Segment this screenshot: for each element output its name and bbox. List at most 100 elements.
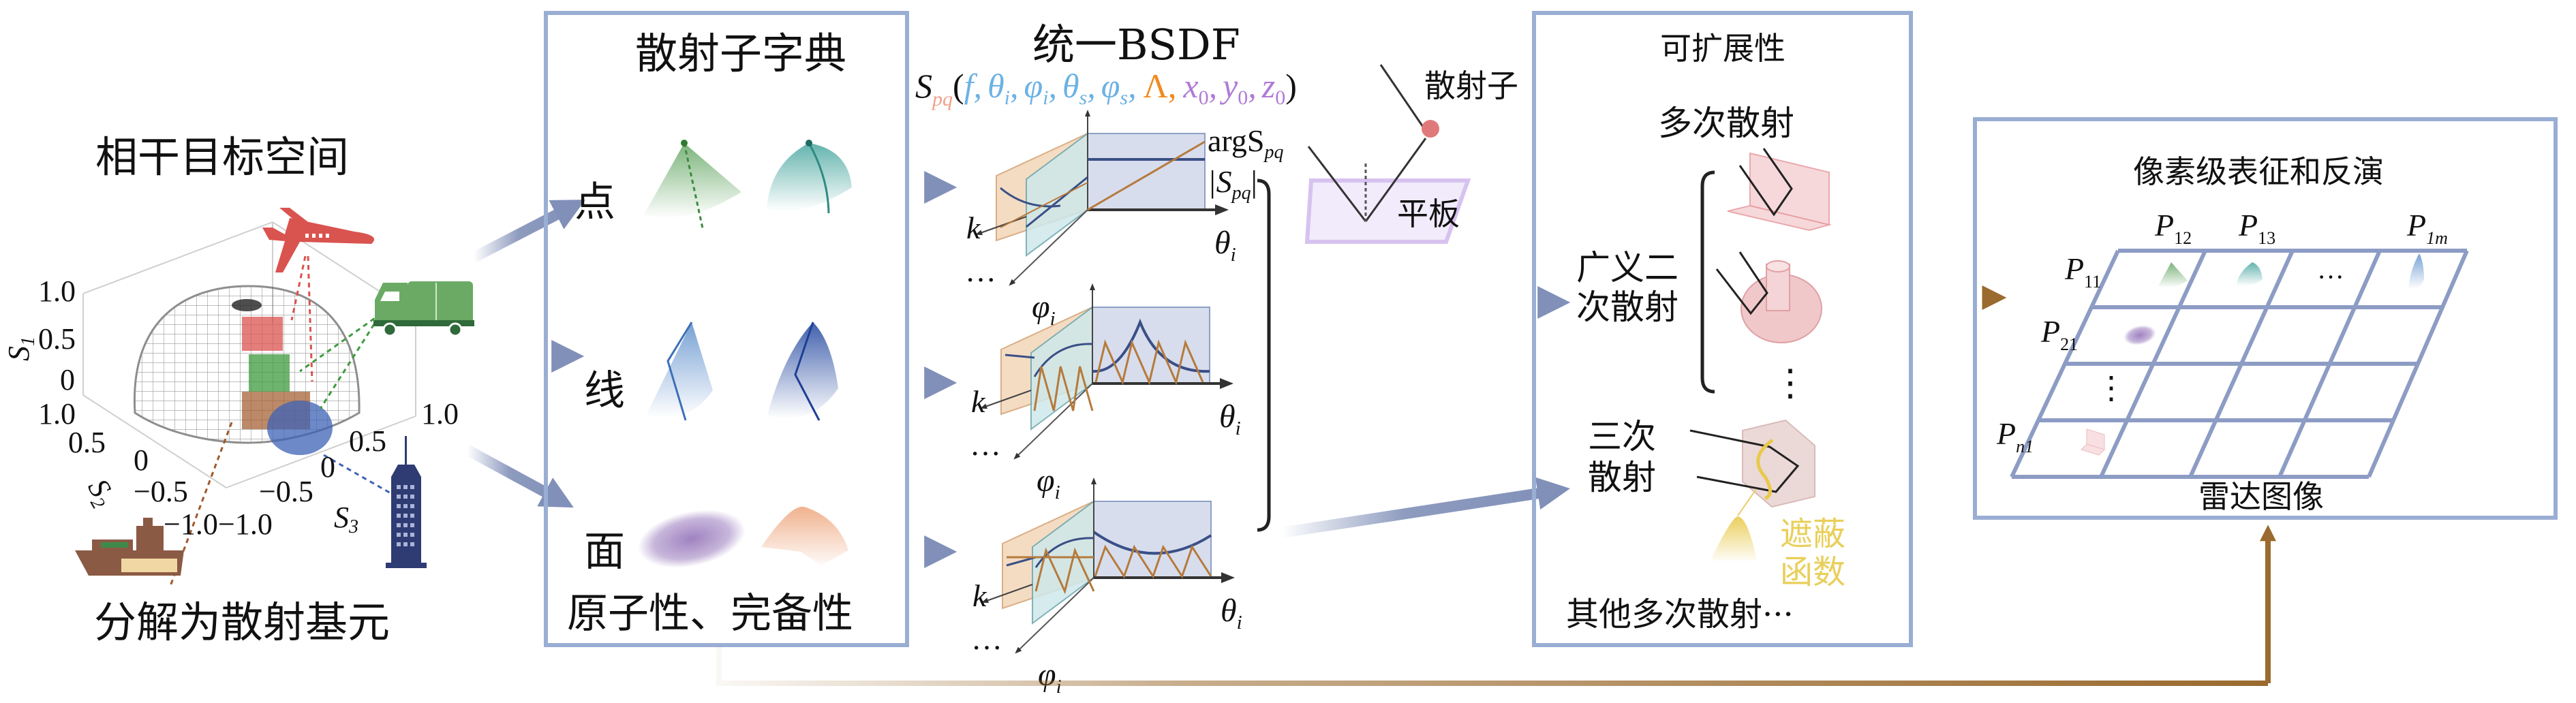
grid-col-line [2188,249,2295,478]
row-label-surface: 面 [584,528,625,576]
s3-tick: 1.0 [421,397,459,431]
phi-mag-curve [1033,343,1093,377]
extensibility-box: 可扩展性 多次散射 广义二 次散射 ⋮ 三次 散射 遮蔽 [1532,11,1913,647]
theta-axis-label: θi [1219,399,1241,439]
shadow-func-line1: 遮蔽 [1780,515,1845,553]
pixel-box-title: 像素级表征和反演 [2133,153,2384,190]
primitive-surface-plate [638,510,746,568]
row-ellipsis: ⋮ [2096,371,2127,405]
scatterer-dot [1422,120,1439,138]
magnitude-curve [1092,531,1212,555]
scatterer-label: 散射子 [1424,67,1518,104]
s3-tick: 0.5 [349,424,386,458]
s1-tick: 0 [60,363,75,396]
legend-arg: argSpq [1208,123,1284,163]
building-icon [386,436,427,568]
cell-thumb-plate [2123,325,2156,345]
k-axis-label: k [972,578,987,613]
s2-tick: −0.5 [134,475,188,508]
col-label-p12: P12 [2154,208,2192,248]
bsdf-title: 统一BSDF [1032,20,1240,69]
cell-ellipsis: ··· [2317,262,2344,292]
grid-col-line [2367,249,2469,478]
s1-tick: 1.0 [38,275,76,308]
axis-ellipsis: ··· [970,436,1001,471]
pixel-grid [2010,249,2469,479]
cluster-blue [267,401,333,455]
dictionary-title: 散射子字典 [635,29,846,78]
s3-axis-label: S3 [334,501,358,537]
pixel-representation-box: 像素级表征和反演 P12 P13 P1m P11 P21 Pn1 ··· ⋮ 雷… [1973,117,2558,520]
cell-thumb-line [2408,253,2424,290]
cell-thumb-dihedral [2081,428,2105,456]
return-arrow [716,525,2276,686]
col-label-p1m: P1m [2406,208,2448,248]
k-axis-label: k [971,384,986,419]
theta-panel [1087,133,1206,210]
bsdf-bracket [1257,178,1271,532]
triple-line2: 散射 [1588,458,1656,497]
axis-ellipsis: ··· [971,630,1002,665]
s2-axis-label: S2 [78,473,123,513]
cell-thumb-point-cone [2158,262,2188,288]
s2-tick: 1.0 [38,397,76,431]
triple-bounce-cube [1689,419,1815,561]
primitive-line-wedge [646,322,713,421]
k-axis-label: k [966,210,981,245]
van-icon [373,281,474,337]
bsdf-to-extensibility-arrows [1280,286,1571,538]
k-mag-curve [1006,556,1037,567]
dihedral-cylinder-illustration [1715,251,1822,343]
extensibility-title: 可扩展性 [1660,30,1785,67]
dictionary-footer: 原子性、完备性 [567,590,853,638]
primitive-line-ridge [767,322,838,421]
grid-col-line [2278,249,2382,478]
s2-tick: 0 [134,443,149,477]
s3-tick: −1.0 [218,507,273,541]
theta-axis-label: θi [1214,225,1236,266]
bsdf-formula: Spq(f,θi,φi,θs,φs,Λ,x0,y0,z0) [915,67,1297,110]
k-mag-curve [1000,187,1061,208]
k-axis [981,584,1033,604]
phi-axis [1013,383,1093,460]
s2-tick: 0.5 [68,426,106,459]
primitive-point-dome [767,140,852,214]
grid-col-line [2099,249,2207,478]
extensibility-bracket [1700,170,1715,394]
phi-mag-curve [1034,537,1094,568]
decomposition-arrows [450,200,586,508]
plate-label: 平板 [1397,196,1460,232]
k-mag-curve [1005,354,1035,359]
scatterer-dictionary-box: 散射子字典 点 线 面 原子性、完备性 [544,11,909,647]
s3-tick: −0.5 [259,475,313,508]
s3-axis-ticks: −1.0 −0.5 0 0.5 1.0 S3 [218,397,459,541]
row-label-pn1: Pn1 [1996,416,2034,456]
left-title-bottom: 分解为散射基元 [94,597,390,647]
triple-line1: 三次 [1588,417,1656,456]
row-label-line: 线 [584,367,625,415]
s1-tick: 0.5 [38,322,76,356]
phi-axis [1015,577,1094,654]
airplane-icon [262,208,375,272]
k-axis [975,216,1027,236]
s1-axis-label: S1 [2,337,39,361]
coherent-target-space: 相干目标空间 分解为散射基元 [2,132,474,647]
k-phase-curve [1000,182,1088,228]
vertical-ellipsis: ⋮ [1772,361,1809,404]
primitive-surface-curved [761,506,848,565]
phi-mag-curve [1026,176,1088,228]
ship-icon [75,518,184,576]
left-title-top: 相干目标空间 [95,132,349,182]
s1-axis-ticks: 1.0 0.5 0 S1 [2,275,76,396]
phi-phase-curve [1033,366,1094,411]
k-axis [980,390,1032,409]
cluster-red [242,317,283,351]
generalized-double-line2: 次散射 [1576,287,1678,327]
theta-panel [1093,501,1212,578]
row-label-point: 点 [574,178,615,226]
dihedral-illustration [1727,148,1832,232]
